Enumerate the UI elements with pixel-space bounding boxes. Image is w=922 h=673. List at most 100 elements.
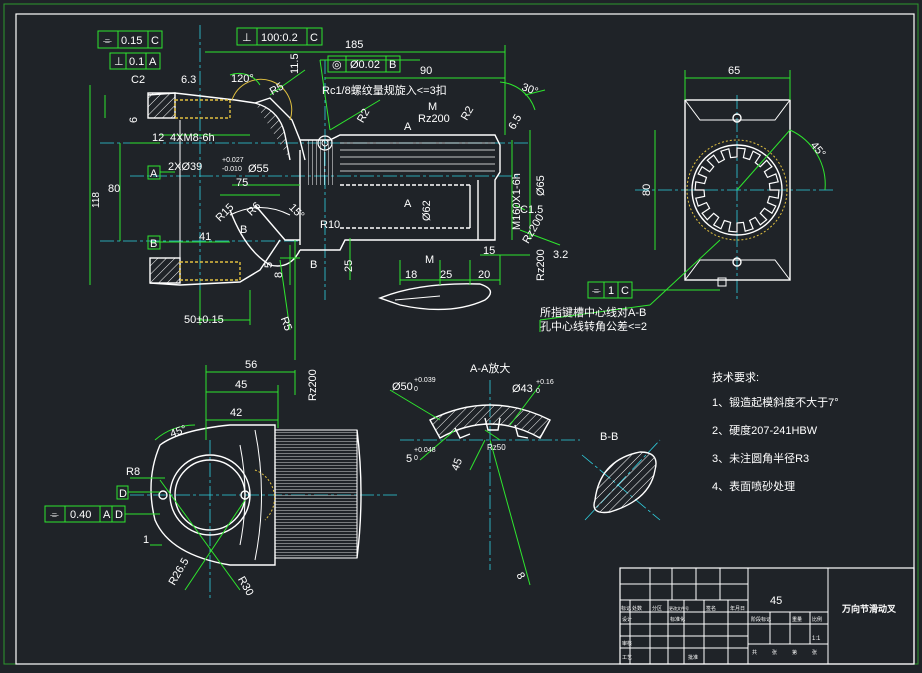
svg-text:⌯: ⌯ [50,509,59,521]
rz200-b: Rz200 [535,249,547,281]
dim-r2a: R2 [355,107,372,125]
tb-title: 万向节滑动叉 [841,603,897,614]
dim-50: 50±0.15 [184,314,224,326]
aa-d5-tol: +0.048 [414,447,436,454]
tb-h1: 处数 [632,605,642,612]
tb-k3: 张 [812,649,817,656]
dim-5: 5 [263,262,275,268]
side-dim-65: 65 [728,65,740,77]
dim-r6: R6 [245,200,263,218]
title-block [619,567,915,665]
side-dimension-lines [539,70,826,332]
dim-32: 3.2 [553,249,568,261]
gdt-perp1-val: 0.1 [129,56,144,68]
dim-r10: R10 [320,219,340,231]
section-aa [400,380,580,570]
bottom-dim-56: 56 [245,359,257,371]
side-ang-45: 45° [808,140,828,160]
tb-l2: 审核 [622,640,632,647]
dim-6: 6 [128,117,140,123]
rz200-c: Rz200 [520,212,546,246]
tb-s2: 比例 [812,616,822,623]
tb-l3: 工艺 [622,655,632,661]
tb-l0: 设计 [622,616,632,623]
dim-75: 75 [236,177,248,189]
tech-item-2: 2、硬度207-241HBW [712,423,818,437]
svg-text:⌯: ⌯ [592,285,601,297]
tb-k2: 第 [792,649,797,656]
bottom-gdt-ref1: A [103,509,111,521]
bottom-ang-45: 45° [169,423,189,440]
outer-frame [3,3,919,665]
aa-d5-tol0: 0 [414,455,418,462]
gdt-flat1-val: 0.15 [121,35,142,47]
tech-item-3: 3、未注圆角半径R3 [712,451,809,465]
dim-120deg: 120° [231,73,254,85]
side-gdt-val: 1 [608,285,614,297]
svg-text:⌯: ⌯ [103,35,112,47]
dim-25-left: 25 [343,260,355,272]
dim-115: 11.5 [289,53,301,74]
main-dimension-lines [89,45,561,360]
bottom-dim-45: 45 [235,379,247,391]
tb-h3: 更改文件号 [669,605,689,611]
tb-scale-value: 45 [770,595,782,607]
aa-rz50: Rz50 [487,443,506,452]
dim-thread: 4XM8-6h [170,132,215,144]
dim-bore-tol-lo: -0.010 [222,166,242,173]
dim-185: 185 [345,39,363,51]
bottom-datum-d: D [119,488,127,500]
gdt-perp2-val: 100:0.2 [261,32,298,44]
tb-s0: 阶段标记 [751,616,771,623]
letter-a-top: A [404,121,412,133]
dim-80: 80 [108,183,120,195]
gdt-perp2-ref: C [310,32,318,44]
bottom-r30: R30 [235,575,255,598]
svg-text:⊥: ⊥ [114,56,124,68]
gdt-flat1-ref: C [151,35,159,47]
aa-phi50-tol0: 0 [414,386,418,393]
tb-h2: 分区 [652,605,662,612]
letter-m-bottom: M [425,254,434,266]
svg-text:⊥: ⊥ [242,32,252,44]
rz200-a: Rz200 [418,113,450,125]
tb-h5: 年月日 [730,605,745,612]
side-dim-80: 80 [641,184,653,196]
dim-30deg: 30° [520,81,540,98]
dim-r15: R15 [214,201,237,224]
dim-r5: R5 [268,81,286,98]
bottom-dimension-lines [44,365,296,591]
bottom-dim-1: 1 [143,534,149,546]
bottom-view [130,424,400,600]
letter-b-left: B [240,224,247,236]
side-note-2: 孔中心线转角公差<=2 [540,319,647,333]
svg-text:◎: ◎ [332,59,342,71]
bottom-rz200: Rz200 [307,369,319,401]
gdt-main-text: ⌯ 0.15 C ⊥ 0.1 A ⊥ 100:0.2 C ◎ Ø0.02 B A… [103,32,396,250]
rc-note: Rc1/8螺纹量规旋入<=3扣 [322,83,447,97]
dim-90: 90 [420,65,432,77]
bottom-gdt-val: 0.40 [70,509,91,521]
section-bb-title: B-B [600,431,618,443]
dim-65-top: 6.5 [506,112,524,131]
dim-20: 20 [478,269,490,281]
section-aa-text: A-A放大 Ø50 +0.039 0 Ø43 +0.16 0 5 +0.048 … [392,361,554,582]
aa-phi43-tol: +0.16 [536,379,554,386]
main-view [100,25,530,311]
dim-c15: C1.5 [520,204,543,216]
aa-phi50-tol: +0.039 [414,377,436,384]
bottom-r265: R26.5 [167,556,192,587]
dim-15: 15 [483,245,495,257]
aa-phi43-tol0: 0 [536,388,540,395]
tb-l1: 标准化 [670,616,685,623]
section-bb [581,439,661,521]
section-aa-dims [389,384,541,586]
dim-r5b: R5 [278,315,294,332]
tb-h4: 签名 [706,605,716,612]
tb-s1: 重量 [792,616,802,623]
aa-phi50: Ø50 [392,381,413,393]
letter-b-right: B [310,259,317,271]
tech-item-4: 4、表面喷砂处理 [712,479,795,493]
section-aa-title: A-A放大 [470,361,510,375]
